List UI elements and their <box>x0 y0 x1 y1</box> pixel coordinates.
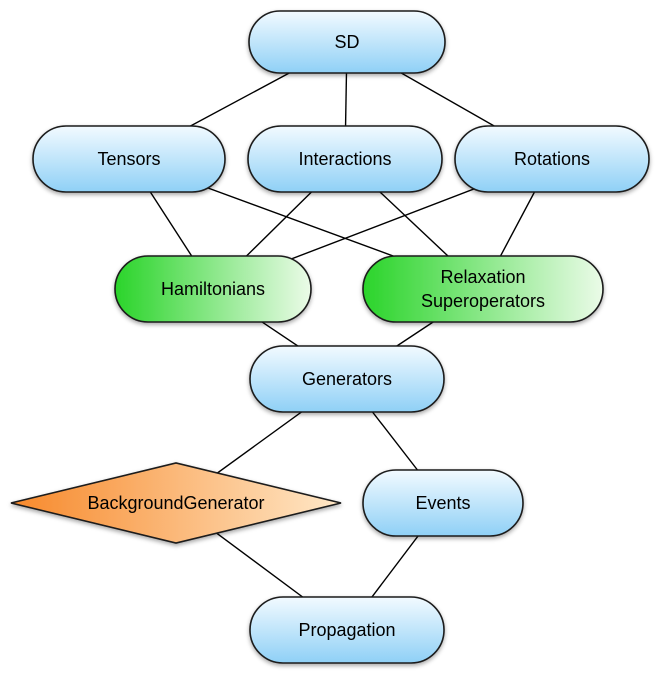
node-sd: SD <box>248 10 446 74</box>
node-interactions: Interactions <box>247 125 443 193</box>
background-label: BackgroundGenerator <box>87 493 264 513</box>
interactions-shape <box>247 125 443 193</box>
node-hamiltonians: Hamiltonians <box>114 255 312 323</box>
hamiltonians-label: Hamiltonians <box>161 279 265 299</box>
node-rotations: Rotations <box>454 125 650 193</box>
propagation-label: Propagation <box>298 620 395 640</box>
node-tensors: Tensors <box>32 125 226 193</box>
rotations-label: Rotations <box>514 149 590 169</box>
node-generators: Generators <box>249 345 445 413</box>
rotations-shape <box>454 125 650 193</box>
interactions-label: Interactions <box>298 149 391 169</box>
relaxation-shape <box>362 255 604 323</box>
propagation-shape <box>249 596 445 664</box>
background-shape <box>10 462 342 544</box>
node-propagation: Propagation <box>249 596 445 664</box>
events-label: Events <box>415 493 470 513</box>
sd-shape <box>248 10 446 74</box>
events-shape <box>362 469 524 537</box>
node-events: Events <box>362 469 524 537</box>
hamiltonians-shape <box>114 255 312 323</box>
node-background: BackgroundGenerator <box>10 462 342 544</box>
tensors-label: Tensors <box>97 149 160 169</box>
generators-shape <box>249 345 445 413</box>
sd-label: SD <box>334 32 359 52</box>
nodes: SD Tensors Interactions RotationsHamiltonia… <box>10 10 650 664</box>
generators-label: Generators <box>302 369 392 389</box>
tensors-shape <box>32 125 226 193</box>
